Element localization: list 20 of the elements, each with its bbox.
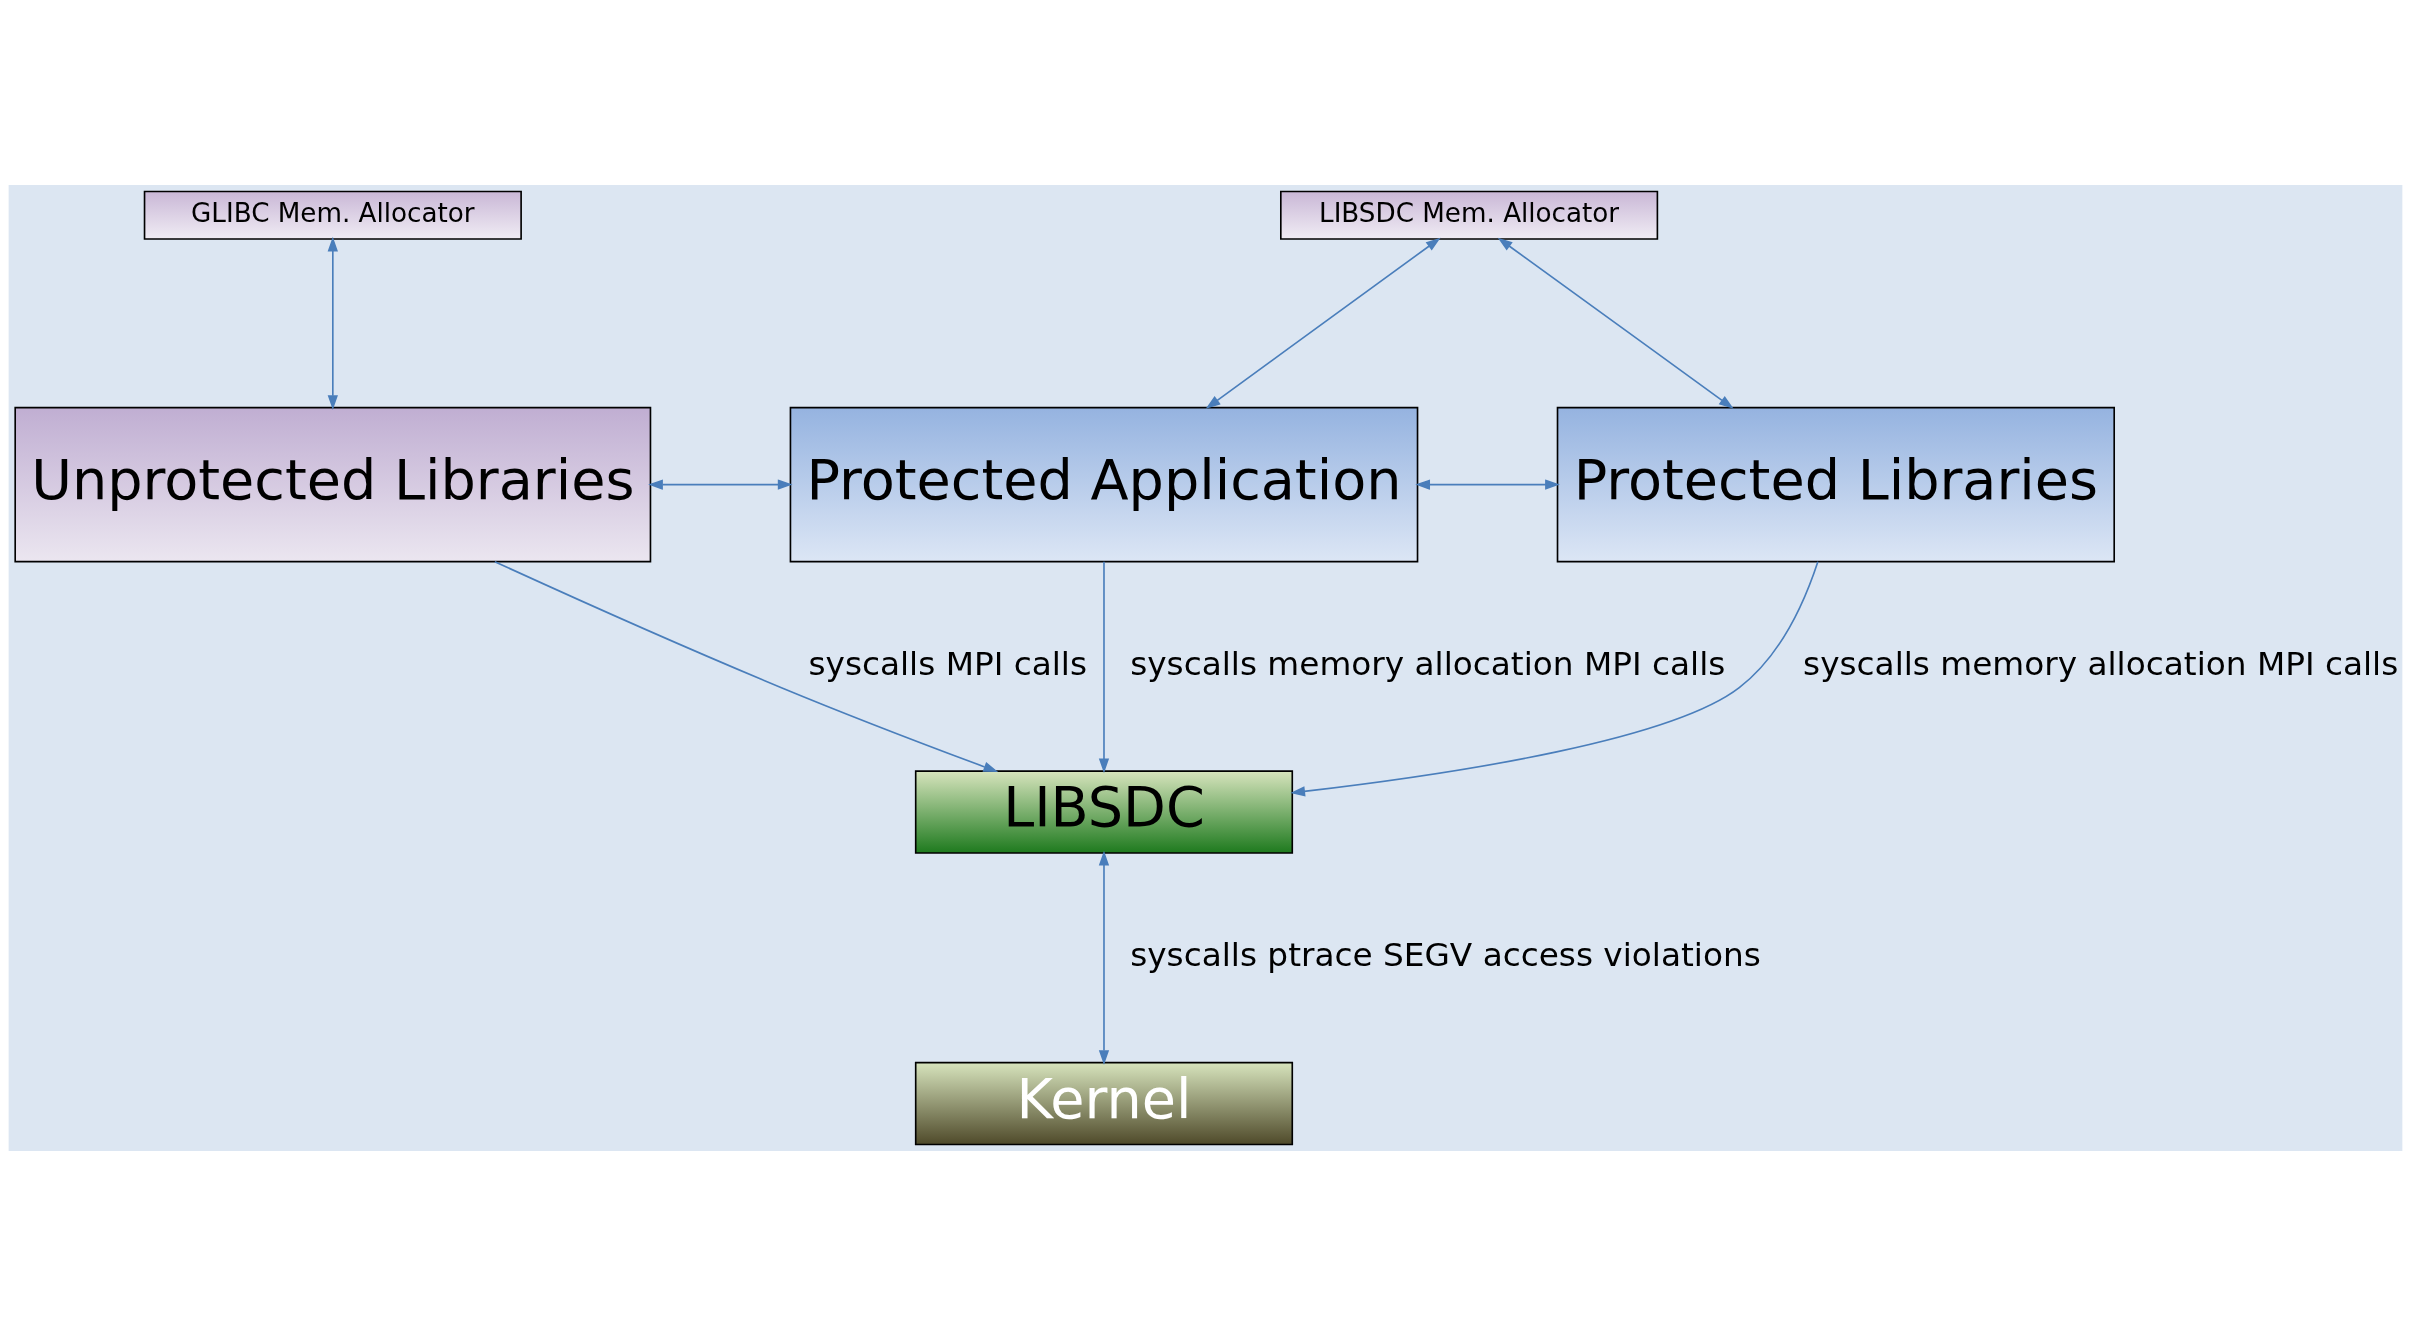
- arrow: [648, 479, 793, 490]
- arrow: [494, 560, 999, 772]
- edge-label: syscalls ptrace SEGV access violations: [1130, 935, 1761, 974]
- edge-label: syscalls memory allocation MPI calls: [1803, 644, 2399, 683]
- arrow: [1497, 237, 1734, 409]
- arrow: [327, 236, 338, 410]
- arrow: [1290, 560, 1819, 797]
- edge-label: syscalls memory allocation MPI calls: [1130, 644, 1726, 683]
- arrow: [1205, 237, 1441, 409]
- edge-label: syscalls MPI calls: [808, 644, 1087, 683]
- arrow: [1098, 561, 1110, 774]
- arrow: [1098, 850, 1110, 1065]
- node-box: LIBSDC Mem. Allocator: [1280, 190, 1659, 240]
- arrow: [1415, 479, 1560, 490]
- node-box: Protected Libraries: [1556, 406, 2115, 563]
- node-box: LIBSDC: [914, 770, 1294, 854]
- node-box: GLIBC Mem. Allocator: [143, 190, 522, 240]
- node-box: Protected Application: [789, 406, 1419, 563]
- node-box: Kernel: [914, 1061, 1294, 1146]
- node-box: Unprotected Libraries: [14, 406, 652, 563]
